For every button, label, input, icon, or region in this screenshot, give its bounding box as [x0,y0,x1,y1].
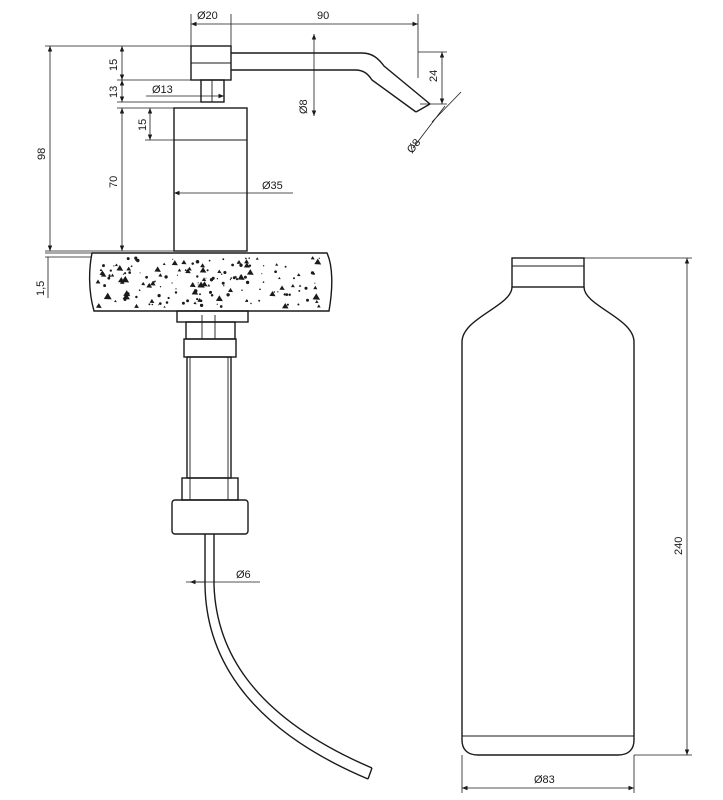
spout-tube-diameter-label: Ø8 [298,99,310,114]
bottle-dimension-lines [461,257,692,793]
bottle-dimension-labels: 240 Ø83 [534,537,685,786]
dispenser-spout [231,52,431,113]
dispenser-dimension-lines [45,14,462,585]
dispenser-body [173,107,248,252]
dispenser-dimension-labels: Ø20 90 15 13 Ø13 24 Ø8 Ø8 98 15 70 Ø35 1… [35,10,440,581]
dispenser-hose [204,534,373,780]
bottle-outline [461,257,635,756]
dispenser-head [190,45,232,103]
bottle-diameter-label: Ø83 [534,774,555,786]
neck-diameter-label: Ø13 [152,84,173,96]
total-height-label: 98 [36,148,48,160]
countertop-speckle [95,256,322,309]
hose-diameter-label: Ø6 [236,569,251,581]
collar-height-label: 15 [137,119,149,131]
spout-drop-label: 24 [428,70,440,82]
dispenser-shank [171,310,249,535]
counter-thickness-label: 1,5 [35,281,47,296]
dispenser-drawing: Ø20 90 15 13 Ø13 24 Ø8 Ø8 98 15 70 Ø35 1… [35,10,462,780]
bottle-drawing: 240 Ø83 [461,257,692,793]
spout-reach-label: 90 [317,10,329,22]
bottle-height-label: 240 [673,537,685,555]
head-height-label: 15 [108,59,120,71]
neck-height-label: 13 [108,86,120,98]
body-diameter-label: Ø35 [262,180,283,192]
countertop [88,252,333,312]
nozzle-diameter-label: Ø8 [405,137,423,156]
head-diameter-label: Ø20 [197,10,218,22]
body-height-label: 70 [108,176,120,188]
